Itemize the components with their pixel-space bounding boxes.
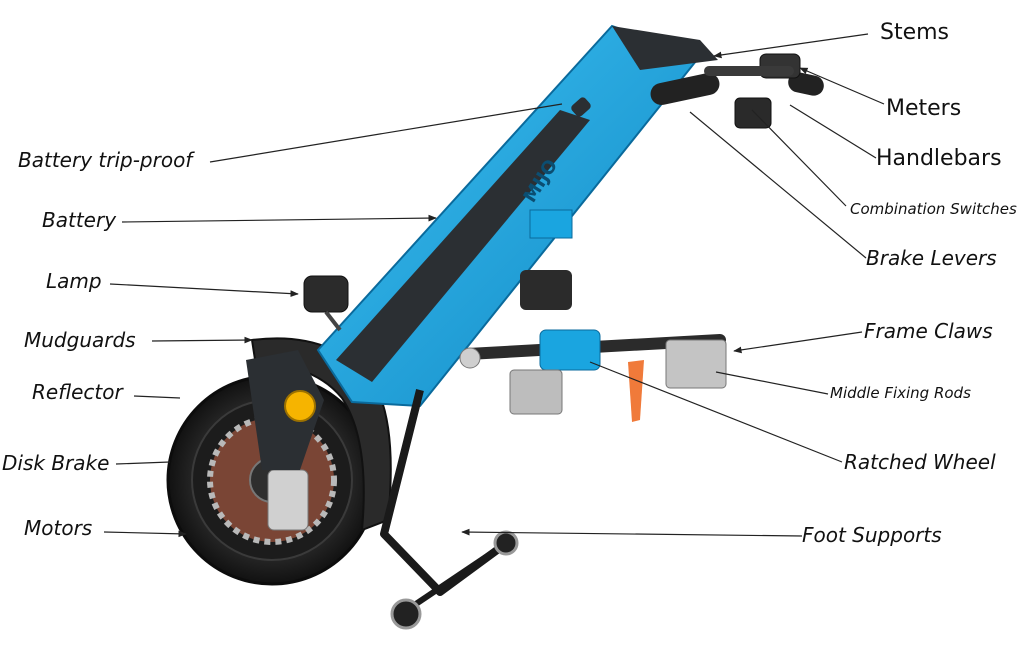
label-reflector: Reflector — [32, 380, 123, 404]
label-battery-trip-proof: Battery trip-proof — [18, 148, 193, 172]
leader-brake-levers — [689, 111, 867, 259]
lamp-mount — [324, 310, 342, 332]
label-combination-switches: Combination Switches — [850, 200, 1017, 218]
foot-support-arm — [380, 389, 511, 596]
release-lever — [628, 360, 644, 422]
leader-lamp — [109, 283, 299, 297]
lamp-housing — [303, 275, 349, 313]
leader-motors — [103, 530, 187, 538]
label-brake-levers: Brake Levers — [866, 246, 997, 270]
battery-pack — [336, 110, 590, 382]
label-handlebars: Handlebars — [876, 146, 1002, 171]
ratched-wheel-housing — [539, 329, 601, 371]
leader-stems — [713, 33, 869, 59]
label-ratched-wheel: Ratched Wheel — [844, 450, 996, 474]
leader-middle-fixing-rods — [715, 371, 829, 395]
shock-body — [520, 270, 572, 310]
leader-disk-brake — [115, 461, 171, 465]
label-meters: Meters — [886, 96, 962, 121]
stem-head — [612, 26, 718, 70]
reflector-disc — [284, 390, 316, 422]
leader-mudguards — [151, 336, 253, 344]
foot-wheel-right — [493, 530, 519, 556]
leader-ratched-wheel — [589, 361, 843, 463]
foot-support-axle — [402, 539, 510, 615]
foot-wheel-left — [390, 598, 422, 630]
leader-frame-claws — [733, 331, 863, 354]
leader-meters — [799, 67, 885, 105]
brake-caliper — [267, 469, 309, 531]
upper-clamp — [529, 209, 573, 239]
wheel-group — [166, 374, 378, 586]
battery-lock — [571, 97, 591, 117]
label-frame-claws: Frame Claws — [864, 319, 993, 343]
frame-claw-right — [665, 339, 727, 389]
label-lamp: Lamp — [46, 269, 102, 293]
label-motors: Motors — [24, 516, 93, 540]
leader-reflector — [133, 395, 181, 399]
label-mudguards: Mudguards — [24, 328, 136, 352]
label-middle-fixing-rods: Middle Fixing Rods — [830, 384, 971, 402]
label-disk-brake: Disk Brake — [2, 451, 110, 475]
left-grip — [650, 73, 720, 105]
leader-battery — [121, 214, 437, 223]
leader-handlebars — [789, 104, 877, 159]
rod-end-left — [459, 347, 481, 369]
right-grip — [788, 72, 824, 96]
leader-battery-trip-proof — [209, 103, 563, 163]
label-foot-supports: Foot Supports — [802, 523, 942, 547]
label-battery: Battery — [42, 208, 117, 232]
frame-claw-left — [509, 369, 563, 415]
handlebar-bar — [704, 66, 794, 76]
leader-combination-switches — [751, 109, 847, 207]
label-stems: Stems — [880, 20, 950, 45]
leader-foot-supports — [461, 528, 803, 537]
